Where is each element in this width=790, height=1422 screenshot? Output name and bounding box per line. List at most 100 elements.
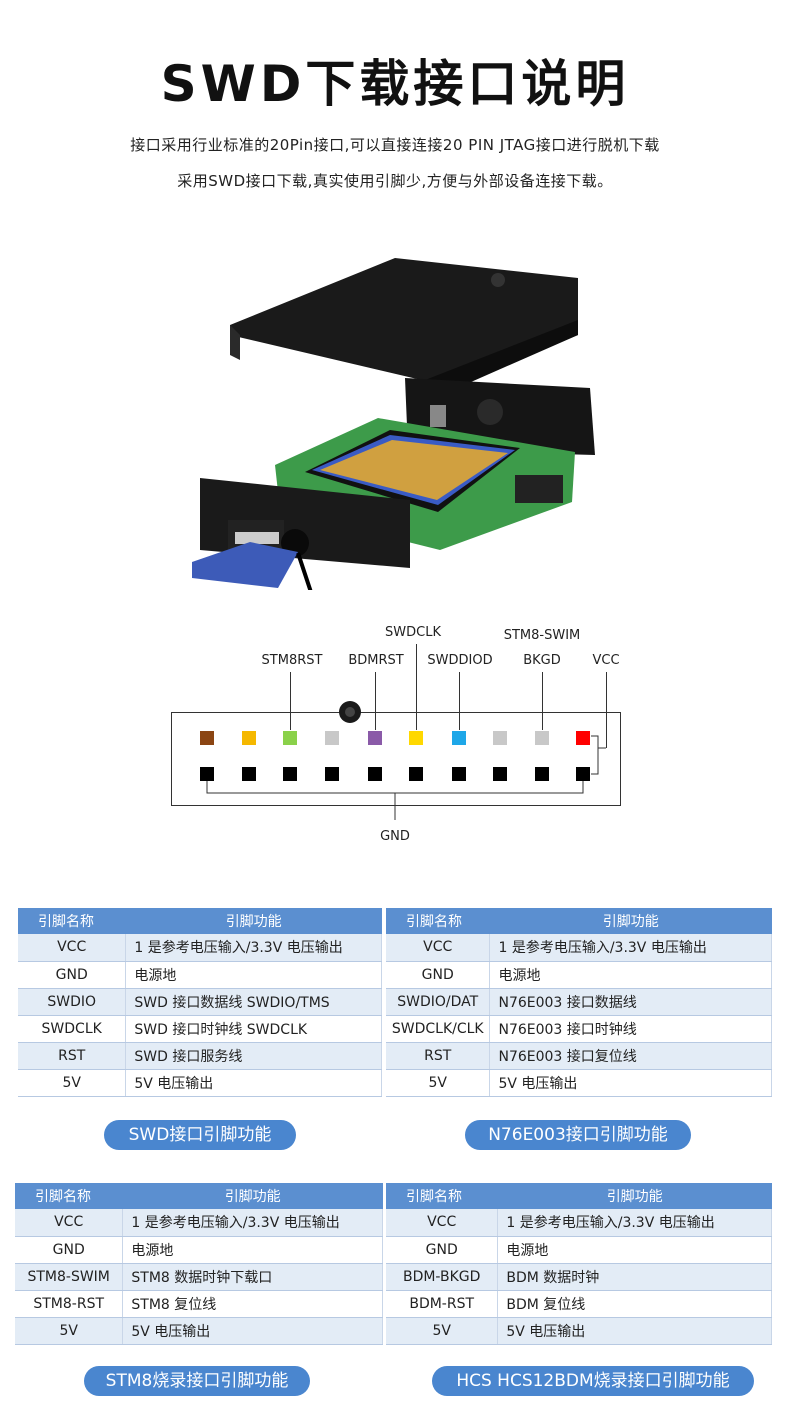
- pin-top-6: [409, 731, 423, 745]
- pin-top-10: [576, 731, 590, 745]
- pin-name-cell: 5V: [15, 1317, 124, 1345]
- label-gnd: GND: [380, 829, 410, 844]
- caption-swd: SWD接口引脚功能: [104, 1120, 296, 1150]
- label-stm8swim: STM8-SWIM: [503, 628, 581, 643]
- pin-name-cell: 5V: [18, 1069, 127, 1097]
- lead-bdmrst: [375, 672, 376, 730]
- pin-name-cell: BDM-BKGD: [386, 1263, 499, 1291]
- pin-function-cell: 5V 电压输出: [122, 1317, 383, 1345]
- pin-function-cell: 电源地: [122, 1236, 383, 1264]
- page-title: SWD下载接口说明: [160, 55, 630, 113]
- pin-function-cell: SWD 接口时钟线 SWDCLK: [125, 1015, 382, 1043]
- pin-name-cell: VCC: [18, 934, 127, 962]
- label-bdmrst: BDMRST: [348, 653, 404, 668]
- pin-name-cell: 5V: [386, 1069, 491, 1097]
- table-header-function: 引脚功能: [125, 908, 382, 934]
- table-header-name: 引脚名称: [15, 1183, 123, 1209]
- table-header-name: 引脚名称: [386, 1183, 498, 1209]
- caption-n76e003: N76E003接口引脚功能: [465, 1120, 691, 1150]
- pin-function-cell: 电源地: [497, 1236, 772, 1264]
- pin-name-cell: SWDIO: [18, 988, 127, 1016]
- pin-top-8: [493, 731, 507, 745]
- pin-name-cell: VCC: [386, 934, 491, 962]
- description-line-2: 采用SWD接口下载,真实使用引脚少,方便与外部设备连接下载。: [177, 172, 613, 190]
- label-stm8rst: STM8RST: [261, 653, 323, 668]
- description-line-1: 接口采用行业标准的20Pin接口,可以直接连接20 PIN JTAG接口进行脱机…: [130, 136, 660, 154]
- caption-stm8: STM8烧录接口引脚功能: [84, 1366, 310, 1396]
- pin-top-5: [368, 731, 382, 745]
- pin-header-diagram: [171, 712, 621, 806]
- lead-swddiod: [459, 672, 460, 730]
- table-header-function: 引脚功能: [489, 908, 772, 934]
- pin-function-cell: N76E003 接口数据线: [489, 988, 772, 1016]
- pin-bottom-10: [576, 767, 590, 781]
- table-header-name: 引脚名称: [18, 908, 126, 934]
- pin-name-cell: STM8-SWIM: [15, 1263, 124, 1291]
- pin-function-cell: SWD 接口数据线 SWDIO/TMS: [125, 988, 382, 1016]
- pin-name-cell: VCC: [386, 1209, 499, 1237]
- pin-bottom-2: [242, 767, 256, 781]
- pin-function-cell: 1 是参考电压输入/3.3V 电压输出: [497, 1209, 772, 1237]
- pin-function-cell: 1 是参考电压输入/3.3V 电压输出: [122, 1209, 383, 1237]
- pin-name-cell: STM8-RST: [15, 1290, 124, 1318]
- pin-function-cell: BDM 复位线: [497, 1290, 772, 1318]
- pin-top-7: [452, 731, 466, 745]
- pin-function-cell: 5V 电压输出: [497, 1317, 772, 1345]
- pin-top-3: [283, 731, 297, 745]
- pin-header-wiring: [206, 701, 606, 820]
- lead-swdclk: [416, 644, 417, 730]
- pin-bottom-4: [325, 767, 339, 781]
- pin-name-cell: SWDCLK/CLK: [386, 1015, 491, 1043]
- label-vcc: VCC: [592, 653, 620, 668]
- pin-top-4: [325, 731, 339, 745]
- pin-function-cell: N76E003 接口复位线: [489, 1042, 772, 1070]
- pin-name-cell: SWDIO/DAT: [386, 988, 491, 1016]
- pin-bottom-6: [409, 767, 423, 781]
- pin-name-cell: GND: [18, 961, 127, 989]
- pin-bottom-7: [452, 767, 466, 781]
- pin-name-cell: GND: [386, 961, 491, 989]
- table-header-function: 引脚功能: [497, 1183, 772, 1209]
- pin-name-cell: RST: [386, 1042, 491, 1070]
- pin-bottom-8: [493, 767, 507, 781]
- pin-top-2: [242, 731, 256, 745]
- programmer-device-illustration: [192, 258, 595, 590]
- pin-name-cell: GND: [386, 1236, 499, 1264]
- pin-bottom-1: [200, 767, 214, 781]
- pin-function-cell: 电源地: [489, 961, 772, 989]
- lead-vcc: [606, 672, 607, 748]
- pin-function-cell: 1 是参考电压输入/3.3V 电压输出: [125, 934, 382, 962]
- lead-bkgd: [542, 672, 543, 730]
- pin-function-cell: 1 是参考电压输入/3.3V 电压输出: [489, 934, 772, 962]
- pin-function-cell: SWD 接口服务线: [125, 1042, 382, 1070]
- pin-name-cell: RST: [18, 1042, 127, 1070]
- pin-name-cell: GND: [15, 1236, 124, 1264]
- caption-hcs12bdm: HCS HCS12BDM烧录接口引脚功能: [432, 1366, 754, 1396]
- label-swddiod: SWDDIOD: [427, 653, 493, 668]
- pin-function-cell: STM8 复位线: [122, 1290, 383, 1318]
- pin-name-cell: BDM-RST: [386, 1290, 499, 1318]
- lead-stm8rst: [290, 672, 291, 730]
